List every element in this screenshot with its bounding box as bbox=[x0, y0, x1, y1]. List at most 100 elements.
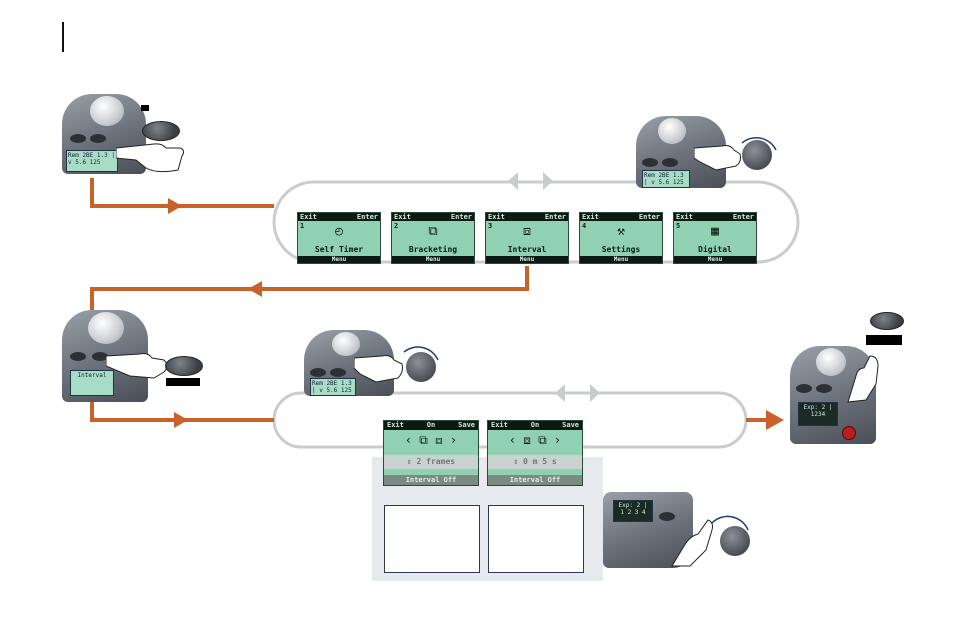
dial-arc-3 bbox=[711, 515, 749, 531]
frames-value: ⇕ 2 frames bbox=[384, 455, 478, 469]
grip-button bbox=[662, 158, 678, 167]
lower-right-chevron-icon bbox=[590, 384, 600, 402]
menu-button[interactable] bbox=[165, 356, 203, 376]
light-sensor-dome bbox=[658, 118, 686, 144]
light-sensor-dome bbox=[88, 312, 124, 344]
control-wheel-icon[interactable] bbox=[720, 526, 750, 556]
menu-screen-interval: Exit Enter 3 ⧈ Interval Menu bbox=[485, 212, 569, 264]
save-label: Save bbox=[562, 421, 579, 429]
exit-label: Exit bbox=[300, 213, 317, 221]
light-sensor-dome bbox=[816, 348, 846, 376]
light-sensor-dome bbox=[332, 332, 360, 356]
menu-label: Settings bbox=[601, 245, 641, 254]
red-button bbox=[842, 426, 856, 440]
grip-button bbox=[310, 368, 326, 377]
menu-screen-self-timer: Exit Enter 1 ◴ Self Timer Menu bbox=[297, 212, 381, 264]
flow-line-3 bbox=[90, 400, 274, 422]
camera-display: Interval bbox=[70, 370, 114, 396]
dial-arc-2 bbox=[403, 346, 439, 361]
upper-right-chevron-icon bbox=[543, 172, 553, 190]
bracketing-icon: ⧉ bbox=[428, 224, 438, 239]
flow-line-2 bbox=[90, 266, 529, 310]
grip-button bbox=[642, 158, 658, 167]
camera-display: Rem 2BE 1.3 | v 5.6 125 bbox=[642, 170, 690, 188]
menu-label: Self Timer bbox=[314, 245, 364, 254]
on-label: On bbox=[530, 421, 540, 429]
upper-left-chevron-icon bbox=[508, 172, 518, 190]
exit-label: Exit bbox=[582, 213, 599, 221]
pointing-hand-icon bbox=[106, 353, 168, 379]
on-label: On bbox=[426, 421, 436, 429]
empty-frame-box bbox=[488, 505, 584, 573]
pointing-hand-icon bbox=[116, 143, 185, 173]
pointing-hand-icon bbox=[354, 355, 403, 383]
exit-label: Exit bbox=[491, 421, 508, 429]
enter-label: Enter bbox=[356, 213, 378, 221]
flow-arrowhead-4 bbox=[766, 410, 784, 430]
camera-display: Exp: 2 | 1234 bbox=[798, 402, 838, 426]
lower-left-chevron-icon bbox=[555, 384, 565, 402]
option-selector: ‹ ⧉ ⧈ › bbox=[404, 433, 458, 447]
pointing-hand-icon bbox=[847, 355, 879, 403]
grip-button bbox=[70, 352, 86, 361]
light-sensor-dome bbox=[90, 96, 124, 126]
interval-icon: ⧈ bbox=[522, 224, 532, 239]
camera-display: Rem 2BE 1.3 | v 5.6 125 bbox=[66, 150, 118, 172]
label-marker bbox=[141, 105, 149, 111]
menu-footer: Menu bbox=[580, 256, 662, 263]
flow-arrowhead-1 bbox=[168, 198, 182, 214]
menu-number: 1 bbox=[300, 222, 305, 230]
interval-screen-frames: Exit On Save ‹ ⧉ ⧈ › ⇕ 2 frames Interval O… bbox=[383, 420, 479, 486]
digital-icon: ▦ bbox=[711, 224, 719, 239]
exit-label: Exit bbox=[394, 213, 411, 221]
menu-number: 5 bbox=[676, 222, 681, 230]
enter-label: Enter bbox=[450, 213, 472, 221]
menu-number: 3 bbox=[488, 222, 493, 230]
grip-button bbox=[90, 134, 106, 143]
menu-button[interactable] bbox=[142, 121, 180, 141]
pointing-hand-icon bbox=[694, 145, 741, 171]
exit-label: Exit bbox=[676, 213, 693, 221]
menu-footer: Menu bbox=[674, 256, 756, 263]
timer-icon: ◴ bbox=[335, 224, 343, 239]
enter-label: Enter bbox=[732, 213, 754, 221]
grip-button bbox=[70, 134, 86, 143]
menu-label: Interval bbox=[507, 245, 547, 254]
enter-label: Enter bbox=[544, 213, 566, 221]
exit-label: Exit bbox=[387, 421, 404, 429]
menu-label: Bracketing bbox=[408, 245, 458, 254]
grip-button bbox=[330, 368, 346, 377]
interval-status: Interval Off bbox=[384, 475, 478, 485]
empty-frame-box bbox=[384, 505, 480, 573]
flow-line-1 bbox=[90, 178, 274, 208]
exit-label: Exit bbox=[488, 213, 505, 221]
button-label-bar bbox=[866, 335, 902, 345]
grip-button bbox=[659, 512, 675, 521]
menu-footer: Menu bbox=[298, 256, 380, 263]
control-wheel-icon[interactable] bbox=[742, 140, 772, 170]
dial-arc-1 bbox=[741, 137, 777, 151]
save-label: Save bbox=[458, 421, 475, 429]
interval-status: Interval Off bbox=[488, 475, 582, 485]
control-wheel-icon[interactable] bbox=[406, 352, 436, 382]
shutter-button[interactable] bbox=[870, 312, 904, 330]
flow-arrowhead-3 bbox=[174, 412, 188, 428]
grip-button bbox=[796, 384, 812, 393]
option-selector: ‹ ⧈ ⧉ › bbox=[508, 433, 562, 447]
grip-button bbox=[816, 384, 832, 393]
menu-number: 2 bbox=[394, 222, 399, 230]
menu-screen-digital: Exit Enter 5 ▦ Digital Menu bbox=[673, 212, 757, 264]
menu-number: 4 bbox=[582, 222, 587, 230]
grip-button bbox=[92, 352, 108, 361]
menu-footer: Menu bbox=[392, 256, 474, 263]
settings-icon: ⚒ bbox=[617, 224, 625, 239]
pointing-hand-icon bbox=[671, 519, 713, 567]
menu-label: Digital bbox=[698, 245, 732, 254]
camera-grip-1: Rem 2BE 1.3 | v 5.6 125 bbox=[62, 94, 146, 174]
menu-footer: Menu bbox=[486, 256, 568, 263]
button-label-bar bbox=[166, 378, 200, 386]
menu-screen-bracketing: Exit Enter 2 ⧉ Bracketing Menu bbox=[391, 212, 475, 264]
